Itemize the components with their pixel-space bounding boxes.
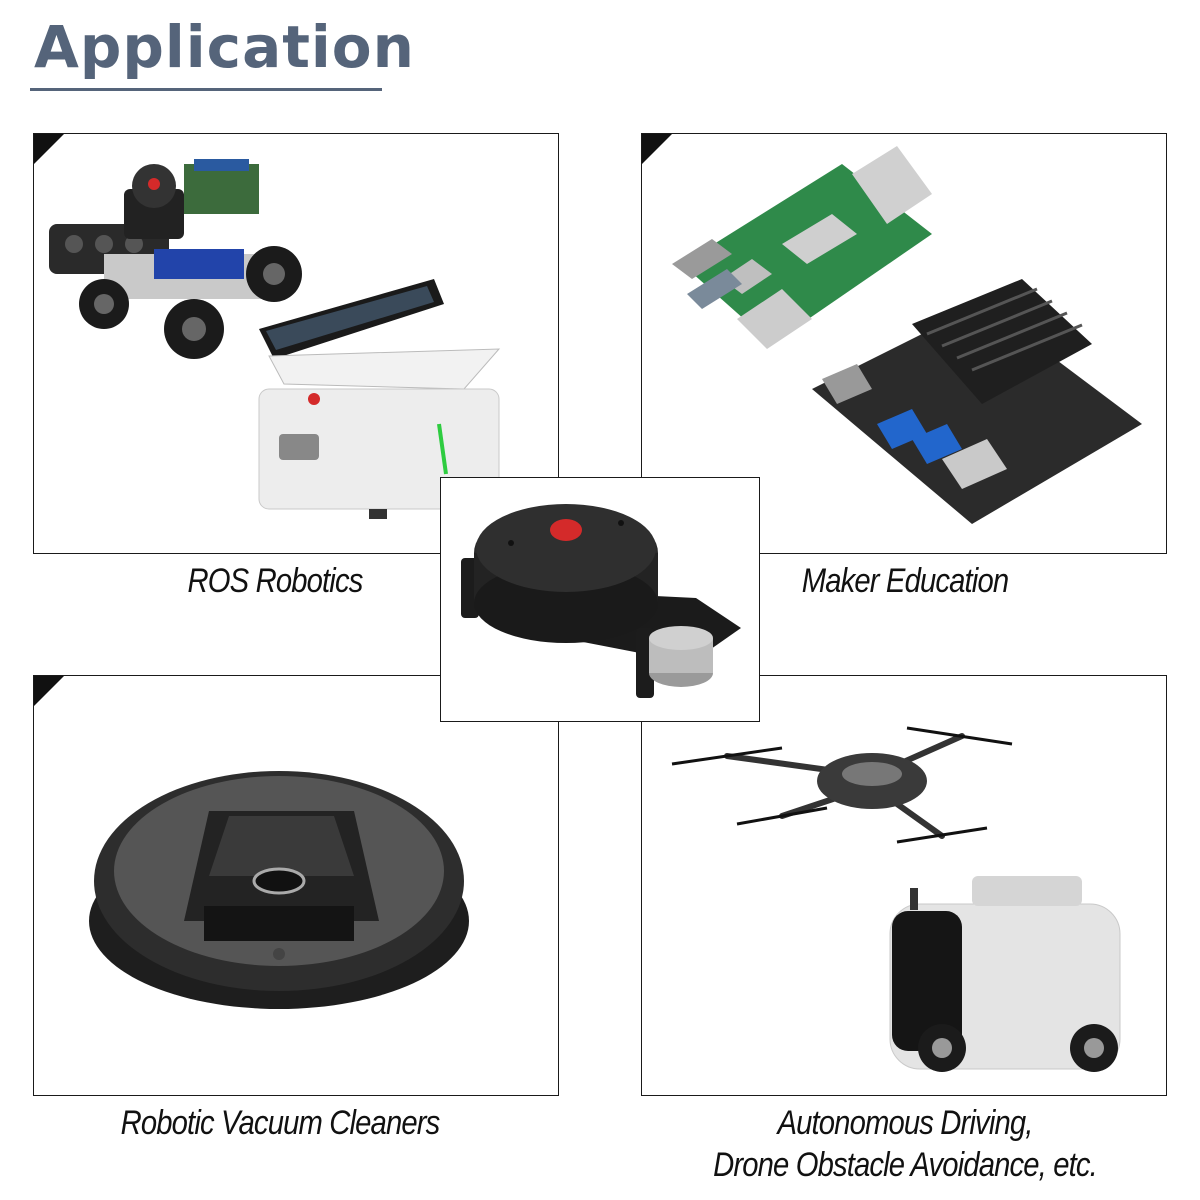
lidar-sensor-icon [461, 504, 741, 698]
panel-corner-marker [642, 134, 672, 164]
caption-ros-robotics: ROS Robotics [187, 562, 364, 600]
panel-maker-education [641, 133, 1167, 554]
panel-robotic-vacuum [33, 675, 559, 1096]
page-title: Application [34, 13, 415, 81]
caption-maker-education: Maker Education [801, 562, 1009, 600]
caption-line-1: Autonomous Driving, [777, 1104, 1033, 1142]
caption-robotic-vacuum: Robotic Vacuum Cleaners [120, 1104, 441, 1142]
robot-vacuum-icon [89, 771, 469, 1009]
panel-corner-marker [34, 676, 64, 706]
caption-line-2: Drone Obstacle Avoidance, etc. [713, 1146, 1098, 1184]
robot-car-icon [49, 159, 501, 519]
panel-ros-robotics [33, 133, 559, 554]
title-underline [30, 88, 382, 91]
caption-autonomous-driving: Autonomous Driving, Drone Obstacle Avoid… [677, 1102, 1133, 1186]
panel-autonomous-driving [641, 675, 1167, 1096]
center-product-panel [440, 477, 760, 722]
panel-corner-marker [34, 134, 64, 164]
circuit-board-icon [672, 146, 1142, 524]
drone-icon [671, 726, 1121, 1072]
